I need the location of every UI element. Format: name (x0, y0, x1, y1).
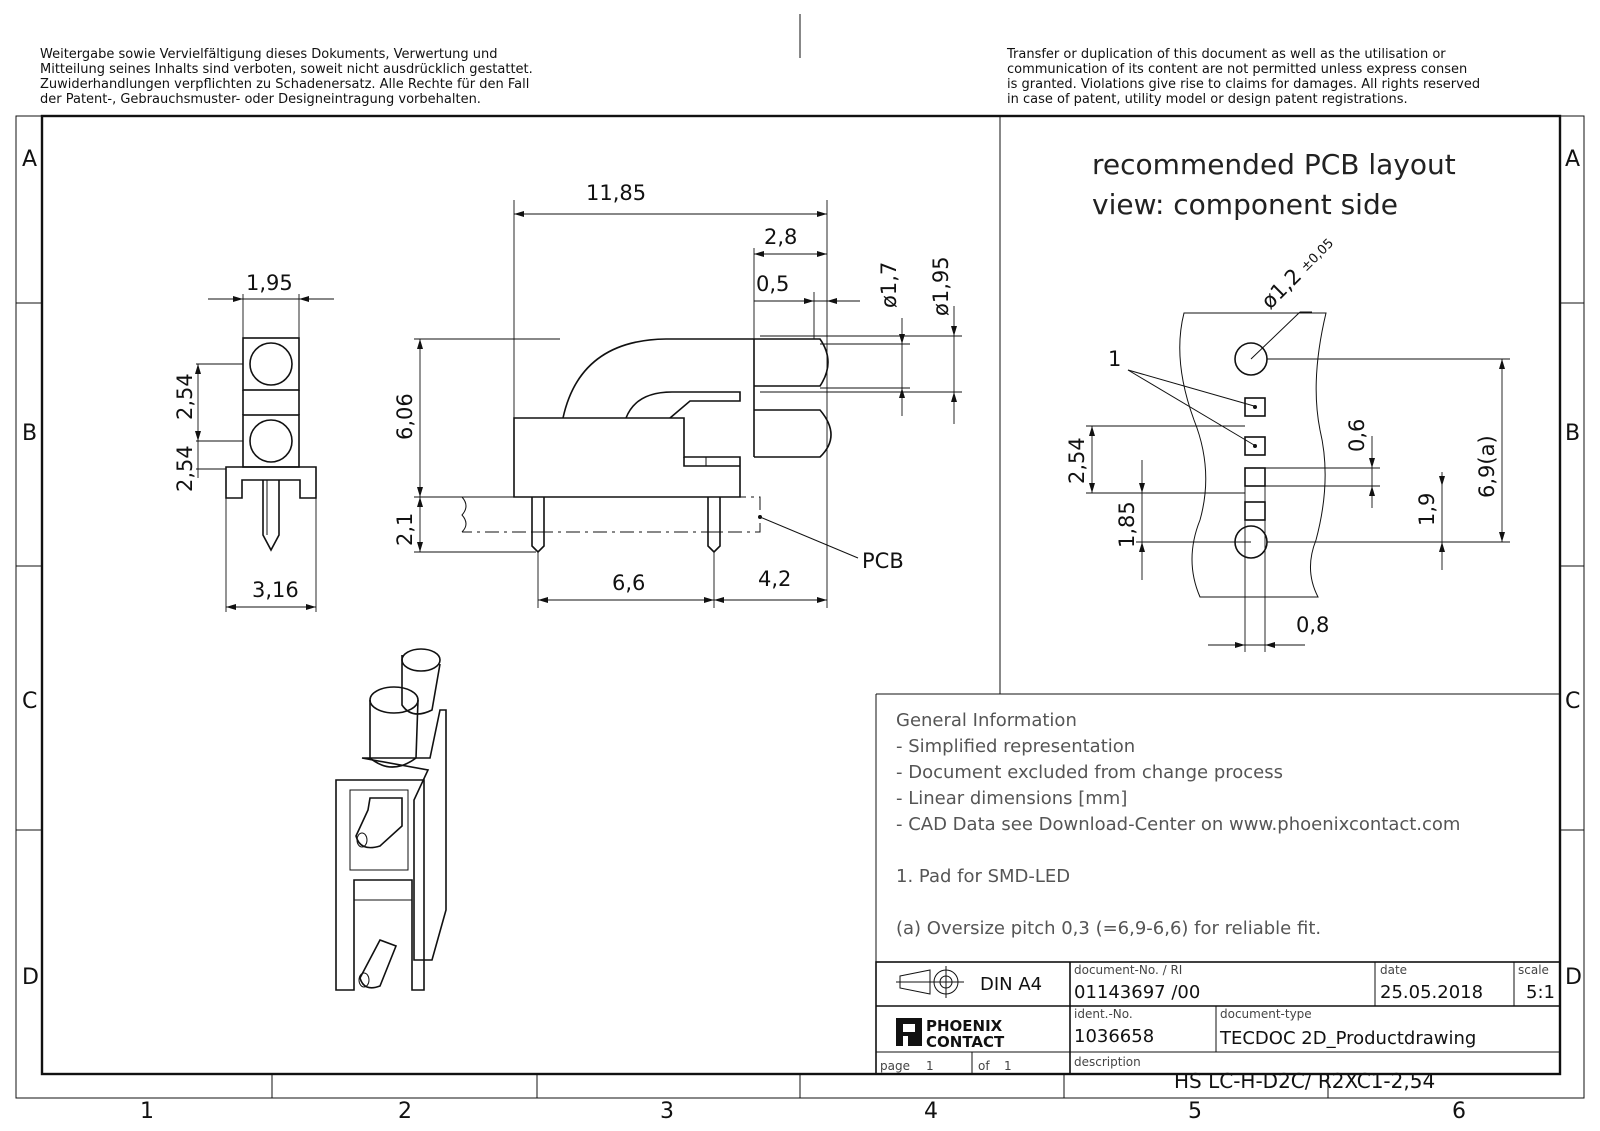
info-line: - Simplified representation (896, 736, 1135, 757)
title-block: DIN A4 document-No. / RI 01143697 /00 da… (875, 961, 1561, 1093)
general-information: General Information - Simplified represe… (896, 710, 1460, 939)
pcb-pad-width: 0,8 (1296, 613, 1329, 637)
notice-de-line: der Patent-, Gebrauchsmuster- oder Desig… (40, 92, 481, 107)
pcb-layout-view: recommended PCB layout view: component s… (1065, 148, 1510, 652)
dim-front-offset: 4,2 (758, 567, 791, 591)
grid-col-label: 5 (1188, 1099, 1202, 1124)
grid-row-markers: A B C D A B C D (16, 147, 1584, 990)
pcb-offset-a: 1,9 (1415, 493, 1439, 526)
grid-col-markers: 1 2 3 4 5 6 (140, 1074, 1466, 1124)
grid-row-label: A (22, 147, 37, 172)
info-line: - Linear dimensions [mm] (896, 788, 1127, 809)
dim-dia-small: ø1,7 (877, 262, 901, 308)
info-heading: General Information (896, 710, 1077, 731)
grid-row-label: B (1565, 421, 1580, 446)
dim-dia-large: ø1,95 (929, 256, 953, 316)
grid-col-label: 6 (1452, 1099, 1466, 1124)
front-view: 1,95 2,54 2,54 3,16 (173, 271, 334, 612)
notice-de-line: Weitergabe sowie Vervielfältigung dieses… (40, 47, 498, 62)
logo-text-line1: PHOENIX (926, 1017, 1003, 1035)
tb-page-label: page (880, 1059, 910, 1073)
isometric-view (335, 648, 447, 991)
dim-lens-len: 2,8 (764, 225, 797, 249)
pcb-pad-callout: 1 (1108, 347, 1121, 371)
pcb-offset-b: 1,85 (1115, 501, 1139, 548)
pcb-hole-tol: ±0,05 (1298, 236, 1337, 275)
dim-front-width-top: 1,95 (246, 271, 293, 295)
notice-en-line: communication of its content are not per… (1007, 62, 1467, 77)
pcb-hole-dia: ø1,2 (1257, 264, 1307, 314)
pcb-pad-size: 0,6 (1345, 419, 1369, 452)
tb-doc-no: 01143697 /00 (1074, 982, 1200, 1003)
tb-paper: DIN A4 (980, 974, 1042, 995)
tb-ident: 1036658 (1074, 1026, 1154, 1047)
tb-ident-label: ident.-No. (1074, 1007, 1133, 1021)
tb-doctype: TECDOC 2D_Productdrawing (1219, 1028, 1476, 1049)
label-pcb: PCB (862, 549, 904, 573)
dim-front-pitch-upper: 2,54 (173, 373, 197, 420)
dim-lens-tip: 0,5 (756, 272, 789, 296)
tb-date-label: date (1380, 963, 1407, 977)
tb-page: 1 (926, 1059, 934, 1073)
info-note-1: 1. Pad for SMD-LED (896, 866, 1070, 887)
dim-front-pitch-lower: 2,54 (173, 445, 197, 492)
tb-doc-no-label: document-No. / RI (1074, 963, 1182, 977)
notice-en-line: in case of patent, utility model or desi… (1007, 92, 1408, 107)
grid-row-label: C (1565, 689, 1580, 714)
grid-col-label: 3 (660, 1099, 674, 1124)
notice-english: Transfer or duplication of this document… (1006, 47, 1480, 107)
info-line: - Document excluded from change process (896, 762, 1283, 783)
inner-frame (40, 114, 1562, 1076)
grid-col-label: 1 (140, 1099, 154, 1124)
pcb-pitch: 2,54 (1065, 437, 1089, 484)
dim-pin-len: 2,1 (393, 513, 417, 546)
tb-date: 25.05.2018 (1380, 982, 1483, 1003)
grid-row-label: B (22, 421, 37, 446)
tb-of-label: of (978, 1059, 990, 1073)
grid-row-label: A (1565, 147, 1580, 172)
pcb-title-line1: recommended PCB layout (1092, 148, 1456, 181)
tb-scale-label: scale (1518, 963, 1549, 977)
projection-symbol-icon (896, 966, 964, 998)
logo-text-line2: CONTACT (926, 1033, 1005, 1051)
grid-row-label: D (1565, 965, 1582, 990)
phoenix-contact-logo: PHOENIX CONTACT (896, 1017, 1005, 1051)
grid-col-label: 2 (398, 1099, 412, 1124)
info-note-a: (a) Oversize pitch 0,3 (=6,9-6,6) for re… (896, 918, 1321, 939)
notice-en-line: is granted. Violations give rise to clai… (1007, 77, 1480, 92)
grid-row-label: D (22, 965, 39, 990)
notice-de-line: Zuwiderhandlungen verpflichten zu Schade… (40, 77, 529, 92)
dim-height: 6,06 (393, 393, 417, 440)
tb-desc-label: description (1074, 1055, 1141, 1069)
notice-de-line: Mitteilung seines Inhalts sind verboten,… (40, 62, 533, 77)
tb-description: HS LC-H-D2C/ R2XC1-2,54 (1174, 1069, 1435, 1093)
notice-german: Weitergabe sowie Vervielfältigung dieses… (40, 47, 533, 107)
tb-doctype-label: document-type (1220, 1007, 1312, 1021)
pcb-total: 6,9(a) (1475, 435, 1499, 498)
side-view: PCB 11,85 2,8 0,5 ø1,7 ø1,95 (393, 181, 962, 608)
tb-of: 1 (1004, 1059, 1012, 1073)
grid-col-label: 4 (924, 1099, 938, 1124)
dim-length: 11,85 (586, 181, 646, 205)
pcb-title-line2: view: component side (1092, 188, 1398, 221)
grid-row-label: C (22, 689, 37, 714)
dim-front-width-bottom: 3,16 (252, 578, 299, 602)
notice-en-line: Transfer or duplication of this document… (1006, 47, 1446, 62)
dim-pin-pitch: 6,6 (612, 571, 645, 595)
info-line: - CAD Data see Download-Center on www.ph… (896, 814, 1460, 835)
tb-scale: 5:1 (1526, 982, 1555, 1003)
